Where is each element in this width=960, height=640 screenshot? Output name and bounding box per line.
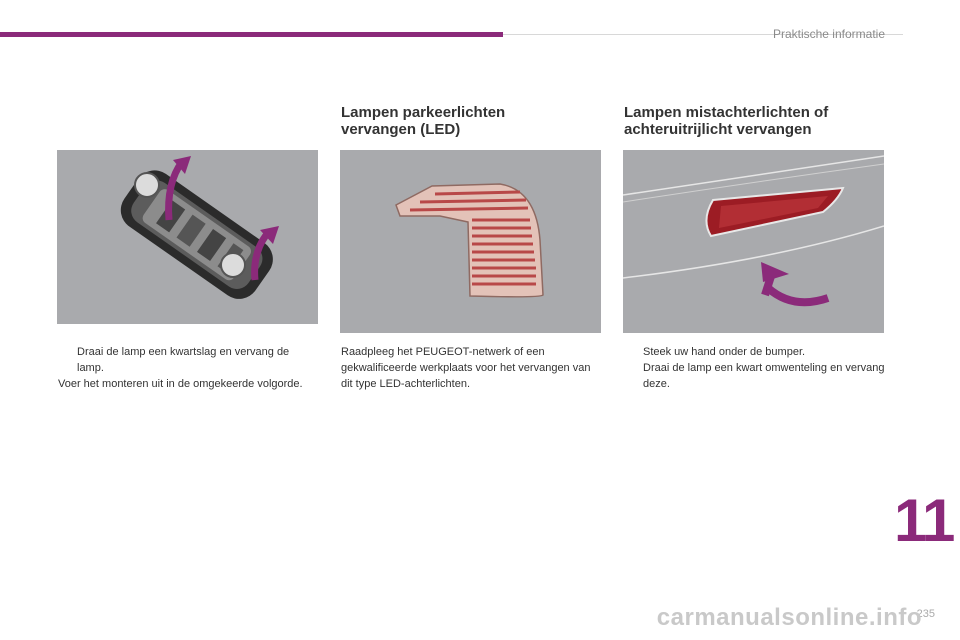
paragraph: Raadpleeg het PEUGEOT-netwerk of een gek…: [341, 346, 591, 390]
list-item: Draai de lamp een kwartslag en vervang d…: [58, 344, 313, 376]
column1-instructions: Draai de lamp een kwartslag en vervang d…: [58, 344, 313, 392]
bullet-marker: [624, 344, 643, 360]
fog-light-bumper-photo: [623, 150, 884, 333]
column3-instructions: Steek uw hand onder de bumper. Draai de …: [624, 344, 886, 392]
heading-parking-lights: Lampen parkeerlichten vervangen (LED): [341, 104, 506, 138]
paragraph: Voer het monteren uit in de omgekeerde v…: [58, 378, 303, 390]
lamp-holder-photo: [57, 150, 318, 324]
list-item: Draai de lamp een kwart omwenteling en v…: [624, 360, 886, 392]
page-number: 235: [916, 608, 935, 620]
header-rule: [503, 34, 903, 35]
bullet-marker: [624, 360, 643, 392]
section-title: Praktische informatie: [772, 27, 885, 41]
bullet-marker: [58, 344, 77, 376]
watermark: carmanualsonline.info: [656, 604, 922, 631]
led-tail-light-photo: [340, 150, 601, 333]
chapter-number: 11: [894, 487, 955, 554]
heading-fog-reverse-lights: Lampen mistachterlichten of achteruitrij…: [624, 104, 829, 138]
list-item: Steek uw hand onder de bumper.: [624, 344, 886, 360]
column2-instructions: Raadpleeg het PEUGEOT-netwerk of een gek…: [341, 344, 603, 392]
header-accent-bar: [0, 32, 503, 37]
